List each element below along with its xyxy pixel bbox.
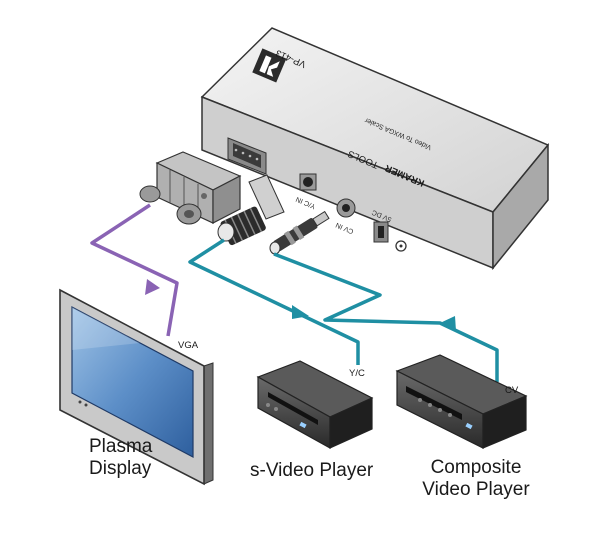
svideo-cable [188, 238, 360, 365]
svideo-player-label: s-Video Player [250, 460, 374, 481]
plasma-side [203, 362, 214, 485]
plasma-label-line2: Display [89, 458, 152, 479]
composite-label-line1: Composite [431, 457, 522, 478]
yc-input-port [299, 173, 317, 191]
vga-cable-arrow [145, 279, 160, 295]
kramer-logo [252, 48, 287, 83]
cv-connection-label: CV [505, 385, 519, 396]
cv-cable-arrow [440, 316, 456, 331]
power-port [373, 221, 407, 252]
svideo-cable-arrow [292, 305, 309, 319]
yc-port-label: Y/C IN [295, 195, 317, 210]
rca-plug [269, 210, 330, 255]
scaler-unit: VP-413 KRAMER TOOLS Video To WXGA Scaler… [200, 27, 550, 271]
plasma-label-line1: Plasma [89, 436, 153, 457]
plasma-screen [71, 306, 194, 458]
composite-player [395, 354, 528, 449]
vga-output-port [227, 137, 267, 175]
vga-connection-label: VGA [178, 340, 199, 351]
yc-connection-label: Y/C [349, 368, 365, 379]
vga-cable [90, 203, 179, 337]
svideo-player [256, 360, 374, 450]
vga-plug [139, 151, 242, 225]
plasma-display [59, 288, 214, 486]
scaler-side-face [492, 142, 549, 271]
cv-input-port [336, 198, 356, 218]
cv-cable [273, 252, 499, 382]
composite-label-line2: Video Player [422, 479, 530, 500]
cv-port-label: CV IN [335, 221, 355, 235]
svideo-plug [217, 174, 285, 246]
